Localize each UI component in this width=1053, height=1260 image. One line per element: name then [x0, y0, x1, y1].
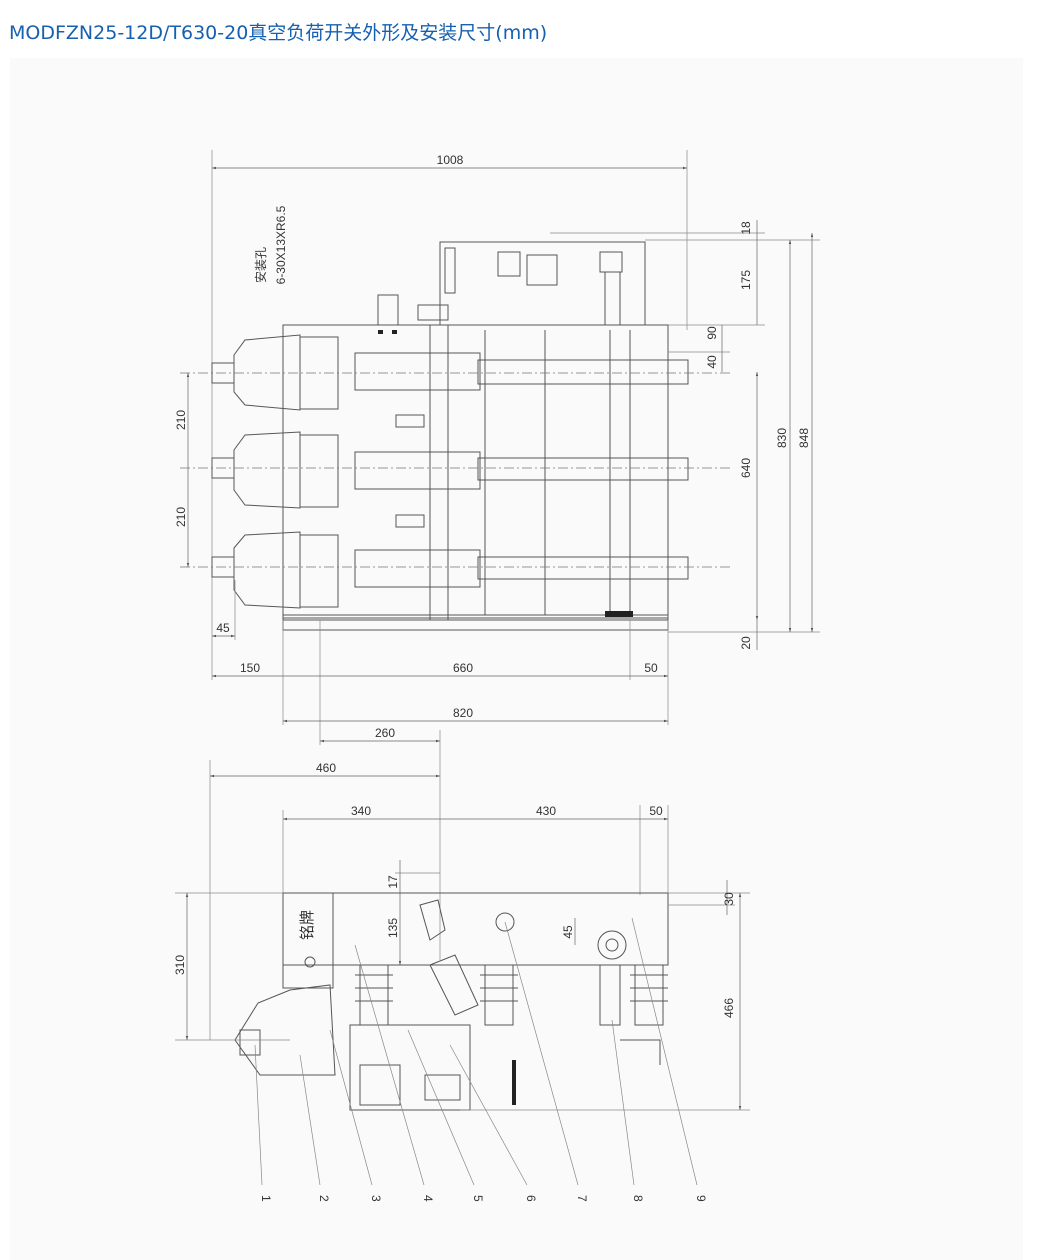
callout-9: 9	[694, 1195, 708, 1202]
dim-45-side: 45	[561, 925, 575, 939]
phase-c	[180, 514, 730, 609]
callout-4: 4	[421, 1195, 435, 1202]
callout-5: 5	[471, 1195, 485, 1202]
dim-overall-width: 1008	[437, 153, 464, 167]
page-title: MODFZN25-12D/T630-20真空负荷开关外形及安装尺寸(mm)	[9, 22, 548, 44]
dim-50-top: 50	[644, 661, 658, 675]
side-view: 460 340 430 50 铭牌	[173, 730, 750, 1202]
dim-848: 848	[797, 428, 811, 448]
dim-260: 260	[375, 726, 395, 740]
callout-numbers: 1 2 3 4 5 6 7 8 9	[259, 1195, 708, 1202]
dim-30: 30	[722, 892, 736, 906]
dim-830: 830	[775, 428, 789, 448]
dim-175: 175	[739, 270, 753, 290]
callout-8: 8	[631, 1195, 645, 1202]
callout-7: 7	[575, 1195, 589, 1202]
callout-6: 6	[524, 1195, 538, 1202]
dim-135: 135	[386, 918, 400, 938]
dim-150: 150	[240, 661, 260, 675]
dim-340: 340	[351, 804, 371, 818]
dim-20: 20	[739, 636, 753, 650]
dim-45: 45	[216, 621, 230, 635]
dim-40: 40	[705, 355, 719, 369]
phase-b	[180, 414, 730, 509]
dim-90: 90	[705, 326, 719, 340]
top-view: 1008 安装孔 6-30X13XR6.5	[174, 150, 820, 745]
dim-430: 430	[536, 804, 556, 818]
phase-a	[180, 334, 730, 411]
dim-18: 18	[739, 221, 753, 235]
dim-640: 640	[739, 458, 753, 478]
dim-17: 17	[386, 875, 400, 889]
dim-50-side: 50	[649, 804, 663, 818]
callout-2: 2	[317, 1195, 331, 1202]
callout-1: 1	[259, 1195, 273, 1202]
callout-3: 3	[369, 1195, 383, 1202]
mounting-hole-label: 安装孔	[253, 247, 268, 283]
dim-460: 460	[316, 761, 336, 775]
dim-310: 310	[173, 955, 187, 975]
dim-466: 466	[722, 998, 736, 1018]
mounting-hole-spec: 6-30X13XR6.5	[274, 205, 288, 284]
dim-phase-pitch-2: 210	[174, 507, 188, 527]
nameplate-label: 铭牌	[299, 910, 316, 940]
dim-phase-pitch-1: 210	[174, 410, 188, 430]
dim-660: 660	[453, 661, 473, 675]
dim-820: 820	[453, 706, 473, 720]
drawing-panel	[10, 58, 1023, 1260]
